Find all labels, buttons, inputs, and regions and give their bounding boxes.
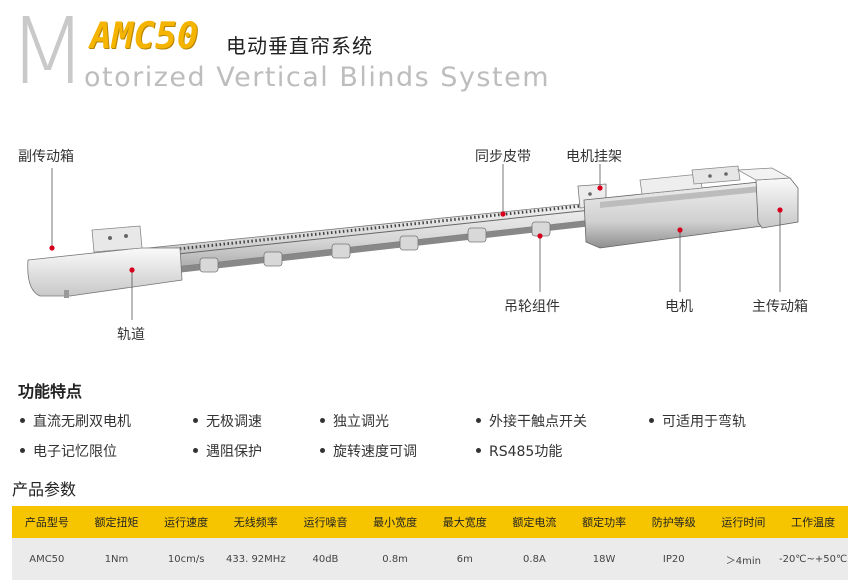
callout-dots	[49, 185, 783, 273]
table-cell: ＞4min	[708, 538, 779, 580]
feature-item: 外接干触点开关	[476, 411, 587, 431]
big-m-letter: M	[8, 0, 87, 105]
label-sync-belt: 同步皮带	[475, 149, 531, 165]
feature-label: 独立调光	[333, 414, 389, 430]
table-cell: 18W	[569, 538, 639, 580]
column-header: 额定扭矩	[81, 506, 152, 538]
feature-label: 旋转速度可调	[333, 444, 417, 460]
table-cell: 433. 92MHz	[220, 538, 291, 580]
spec-table: 产品型号 额定扭矩 运行速度 无线频率 运行噪音 最小宽度 最大宽度 额定电流 …	[12, 506, 848, 580]
feature-item: 电子记忆限位	[20, 441, 117, 461]
title-english: otorized Vertical Blinds System	[84, 62, 550, 93]
column-header: 最小宽度	[360, 506, 430, 538]
features-heading: 功能特点	[18, 382, 83, 401]
bullet-dot	[320, 447, 325, 453]
hero-title: M AMC50 电动垂直帘系统 otorized Vertical Blinds…	[0, 0, 860, 120]
table-cell: 10cm/s	[151, 538, 221, 580]
column-header: 防护等级	[638, 506, 709, 538]
label-main-gearbox: 主传动箱	[752, 299, 808, 315]
column-header: 运行时间	[708, 506, 779, 538]
feature-item: 旋转速度可调	[320, 441, 417, 461]
feature-label: 直流无刷双电机	[33, 414, 131, 430]
feature-label: RS485功能	[489, 444, 563, 460]
params-heading: 产品参数	[12, 480, 77, 499]
feature-label: 外接干触点开关	[489, 414, 587, 430]
feature-label: 遇阻保护	[206, 444, 262, 460]
feature-label: 电子记忆限位	[33, 444, 117, 460]
feature-label: 可适用于弯轨	[662, 414, 746, 430]
column-header: 工作温度	[778, 506, 848, 538]
label-motor-bracket: 电机挂架	[566, 149, 622, 165]
feature-item: 遇阻保护	[193, 441, 262, 461]
column-header: 运行速度	[151, 506, 221, 538]
table-header-row: 产品型号 额定扭矩 运行速度 无线频率 运行噪音 最小宽度 最大宽度 额定电流 …	[12, 506, 848, 538]
table-cell: 0.8A	[499, 538, 570, 580]
column-header: 无线频率	[220, 506, 291, 538]
label-motor: 电机	[665, 299, 693, 315]
feature-label: 无极调速	[206, 414, 262, 430]
feature-item: 直流无刷双电机	[20, 411, 131, 431]
pulley-carriers	[199, 221, 551, 273]
motor-unit	[583, 165, 763, 249]
curtain-track-illustration	[27, 164, 799, 320]
column-header: 运行噪音	[290, 506, 361, 538]
table-cell: 0.8m	[360, 538, 430, 580]
bullet-dot	[320, 417, 325, 423]
column-header: 产品型号	[12, 506, 82, 538]
feature-item: RS485功能	[476, 441, 562, 461]
label-track: 轨道	[117, 327, 145, 343]
aux-gearbox	[27, 225, 183, 298]
feature-item: 无极调速	[193, 411, 262, 431]
title-chinese: 电动垂直帘系统	[226, 34, 373, 58]
feature-item: 可适用于弯轨	[649, 411, 746, 431]
product-diagram: 副传动箱 同步皮带 电机挂架 轨道 吊轮组件 电机 主传动箱	[0, 130, 860, 355]
table-row: AMC50 1Nm 10cm/s 433. 92MHz 40dB 0.8m 6m…	[12, 538, 848, 580]
bullet-dot	[193, 417, 198, 423]
column-header: 最大宽度	[429, 506, 500, 538]
bullet-dot	[20, 417, 25, 423]
bullet-dot	[649, 417, 654, 423]
callout-lines	[51, 164, 781, 320]
column-header: 额定电流	[499, 506, 570, 538]
bullet-dot	[193, 447, 198, 453]
bullet-dot	[476, 447, 481, 453]
table-cell: 6m	[429, 538, 500, 580]
main-gearbox	[736, 167, 799, 229]
feature-item: 独立调光	[320, 411, 389, 431]
bullet-dot	[20, 447, 25, 453]
bullet-dot	[476, 417, 481, 423]
table-cell: IP20	[638, 538, 709, 580]
table-cell: -20℃~+50℃	[778, 538, 848, 580]
label-aux-gearbox: 副传动箱	[18, 149, 74, 165]
column-header: 额定功率	[569, 506, 639, 538]
label-pulley-assembly: 吊轮组件	[504, 299, 560, 315]
table-cell: 1Nm	[81, 538, 152, 580]
table-cell: 40dB	[290, 538, 361, 580]
table-cell: AMC50	[12, 538, 82, 580]
model-name: AMC50	[90, 16, 199, 57]
